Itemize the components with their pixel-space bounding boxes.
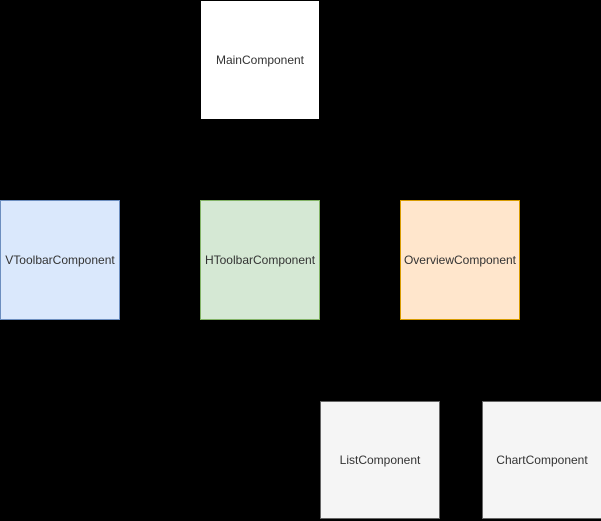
diagram-node-label: ChartComponent xyxy=(496,452,588,467)
diagram-node-list-component: ListComponent xyxy=(320,401,440,519)
diagram-node-vtoolbar-component: VToolbarComponent xyxy=(0,200,120,320)
diagram-node-main-component: MainComponent xyxy=(200,0,320,120)
diagram-node-chart-component: ChartComponent xyxy=(482,401,601,519)
diagram-node-label: HToolbarComponent xyxy=(204,252,316,267)
diagram-node-label: MainComponent xyxy=(215,52,305,67)
diagram-node-overview-component: OverviewComponent xyxy=(400,200,520,320)
diagram-node-label: OverviewComponent xyxy=(403,252,517,267)
diagram-node-label: VToolbarComponent xyxy=(5,252,115,267)
diagram-node-label: ListComponent xyxy=(339,452,421,467)
diagram-node-htoolbar-component: HToolbarComponent xyxy=(200,200,320,320)
